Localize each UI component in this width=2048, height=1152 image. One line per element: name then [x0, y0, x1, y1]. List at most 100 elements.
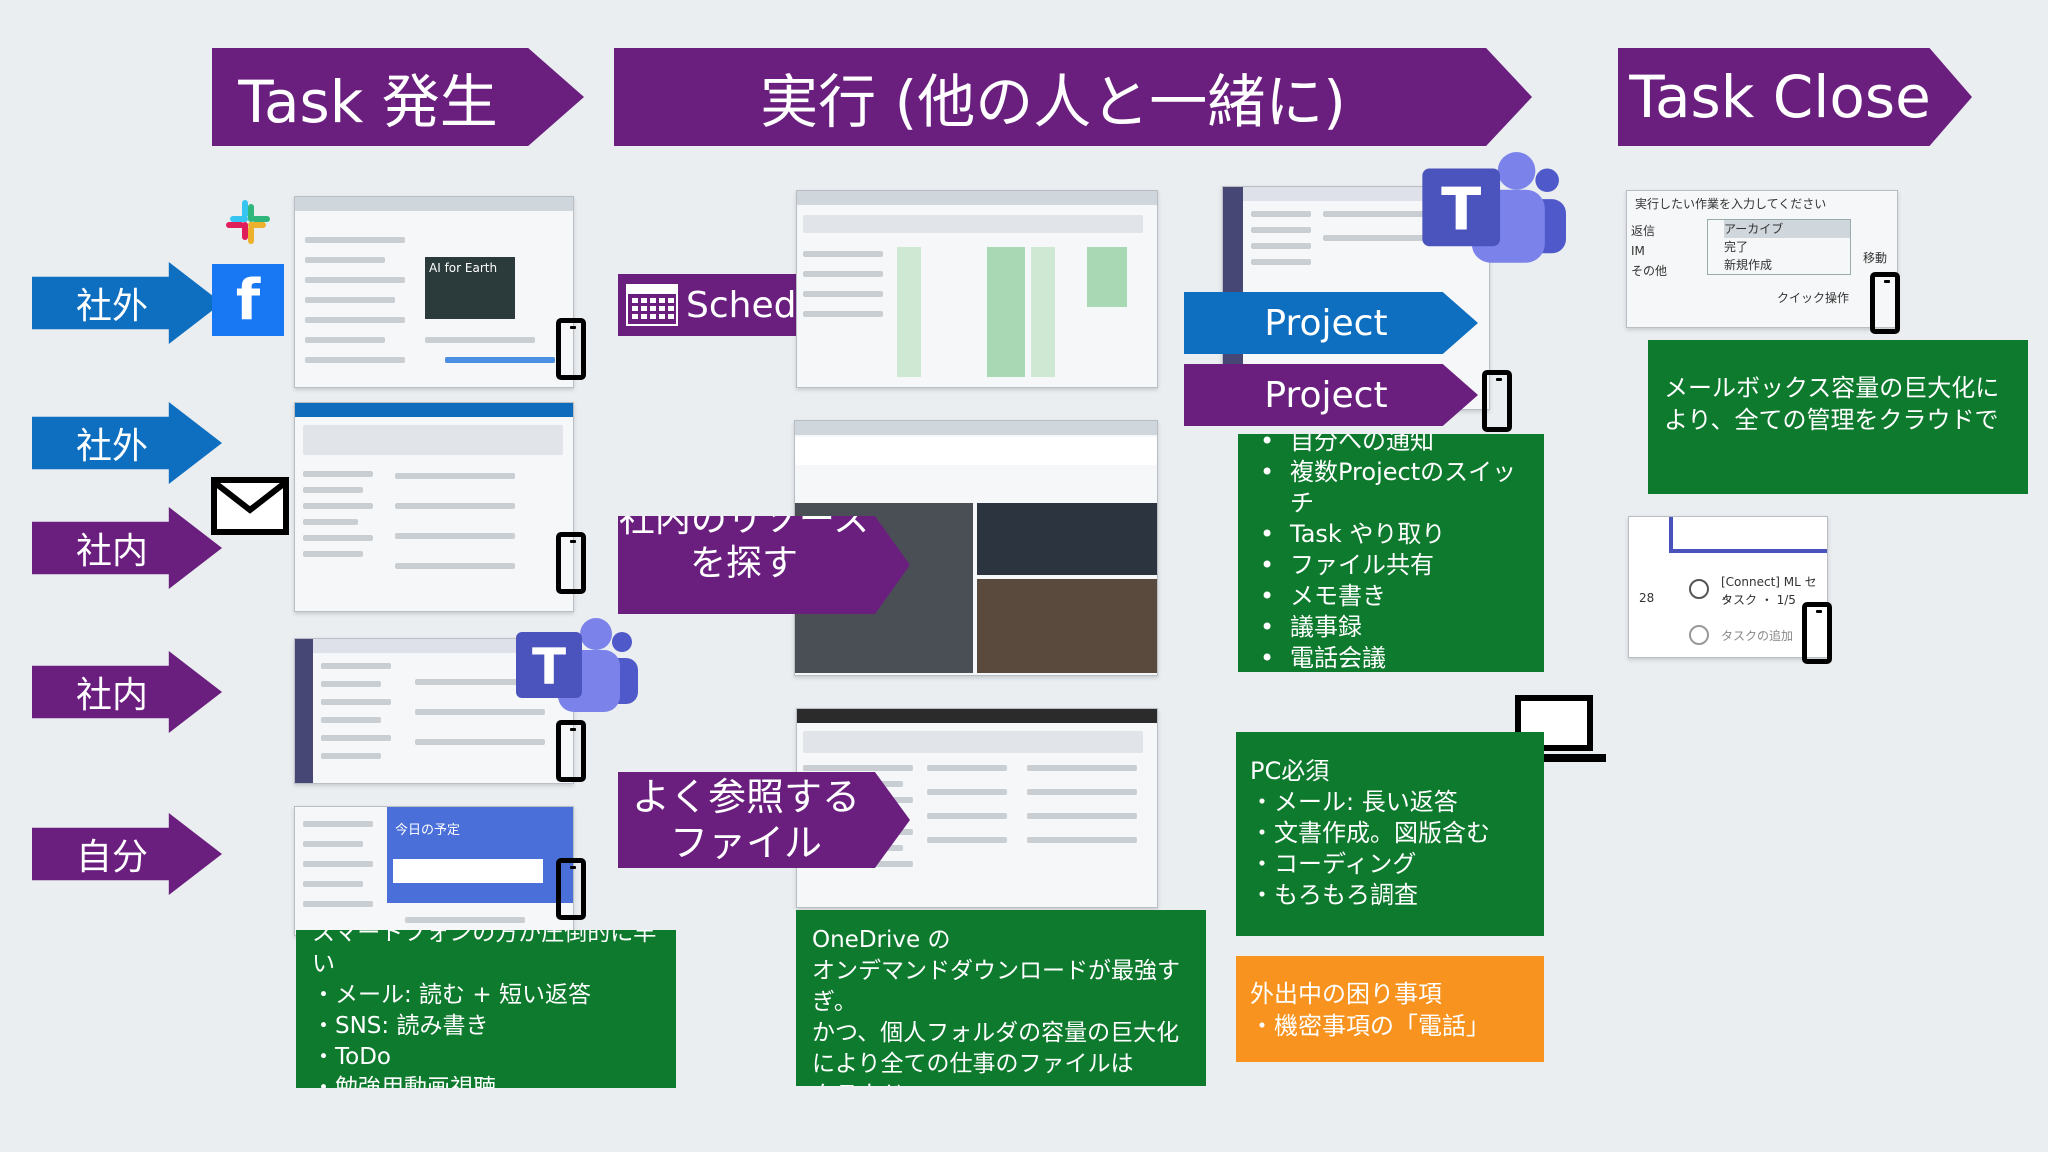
project-feature: 議事録: [1260, 612, 1536, 643]
source-label: 社外: [76, 286, 149, 327]
facebook-icon: f: [212, 264, 284, 336]
project-label-blue: Project: [1184, 292, 1478, 354]
quick-steps-title: 実行したい作業を入力してください: [1635, 197, 1827, 211]
source-arrow-external-2: 社外: [32, 402, 222, 484]
pc-note-item: ・コーディング: [1250, 850, 1417, 878]
source-arrow-self: 自分: [32, 813, 222, 895]
project-feature: メモ書き: [1260, 581, 1536, 612]
pc-note-item: ・文書作成。図版含む: [1250, 819, 1490, 847]
smartphone-note-item: ・メール: 読む + 短い返答: [312, 982, 591, 1008]
quick-steps-list: アーカイブ 完了 新規作成: [1707, 219, 1851, 275]
planner-check-icon: [1689, 579, 1709, 599]
quick-steps-left: 返信 IM その他: [1631, 221, 1667, 281]
project-label-text: Project: [1264, 374, 1388, 416]
smartphone-icon: [556, 720, 586, 782]
smartphone-note-item: ・SNS: 読み書き: [312, 1013, 489, 1039]
header-task-close: Task Close: [1618, 48, 1972, 146]
smartphone-note-item: ・ToDo: [312, 1044, 391, 1070]
facebook-screenshot: AI for Earth: [294, 196, 574, 388]
teams-icon: T: [514, 608, 638, 718]
planner-date: 28: [1639, 591, 1655, 605]
quick-step-left-item: IM: [1631, 244, 1645, 258]
window-titlebar: [797, 709, 1157, 723]
header-task-start: Task 発生: [212, 48, 584, 146]
pc-note-title: PC必須: [1250, 757, 1330, 785]
planner-add: タスクの追加: [1721, 629, 1794, 643]
planner-screenshot: 28 [Connect] ML セッ タスク ・ 1/5 タスクの追加: [1628, 516, 1828, 658]
outside-note: 外出中の困り事項 ・機密事項の「電話」: [1236, 956, 1544, 1062]
smartphone-icon: [556, 318, 586, 380]
header-execute-label: 実行 (他の人と一緒に): [760, 68, 1346, 136]
outside-note-title: 外出中の困り事項: [1250, 980, 1442, 1008]
pc-note-item: ・メール: 長い返答: [1250, 788, 1458, 816]
smartphone-icon: [556, 858, 586, 920]
teams-glyph: T: [1441, 175, 1481, 244]
outside-note-item: ・機密事項の「電話」: [1250, 1012, 1490, 1040]
window-titlebar: [797, 191, 1157, 205]
laptop-icon: [1500, 694, 1608, 766]
project-label-purple: Project: [1184, 364, 1478, 426]
calendar-icon: [626, 284, 678, 326]
outlook-screenshot: [294, 402, 574, 612]
close-note-text: メールボックス容量の巨大化により、全ての管理をクラウドで: [1664, 374, 2000, 434]
files-note-text: OneDrive の オンデマンドダウンロードが最強すぎ。 かつ、個人フォルダの…: [812, 927, 1180, 1086]
header-task-start-label: Task 発生: [238, 68, 498, 136]
quick-steps-footer: クイック操作: [1777, 291, 1850, 305]
resources-label-text: 社内のリソース を探す: [618, 499, 870, 584]
quick-step-item: 完了: [1724, 240, 1749, 254]
quick-step-item: アーカイブ: [1724, 220, 1850, 238]
quick-steps-move: 移動: [1863, 251, 1888, 265]
smartphone-note: スマートフォンの方が圧倒的に早い ・メール: 読む + 短い返答 ・SNS: 読…: [296, 930, 676, 1088]
source-arrow-external-1: 社外: [32, 262, 222, 344]
calendar-screenshot: [796, 190, 1158, 388]
todo-screenshot: 今日の予定: [294, 806, 574, 936]
planner-add-icon: [1689, 625, 1709, 645]
pc-note: PC必須 ・メール: 長い返答 ・文書作成。図版含む ・コーディング ・もろもろ…: [1236, 732, 1544, 936]
todo-title: 今日の予定: [395, 823, 461, 838]
todo-header: 今日の予定: [387, 807, 573, 903]
quick-steps-screenshot: 実行したい作業を入力してください 返信 IM その他 アーカイブ 完了 新規作成…: [1626, 190, 1898, 328]
header-execute: 実行 (他の人と一緒に): [614, 48, 1532, 146]
files-label: よく参照する ファイル: [618, 772, 910, 868]
project-feature: 電話会議: [1260, 643, 1536, 672]
slack-icon: [222, 196, 274, 248]
source-label: 社内: [76, 531, 149, 572]
post-image-title: AI for Earth: [429, 261, 498, 275]
close-note: メールボックス容量の巨大化により、全ての管理をクラウドで: [1648, 340, 2028, 494]
project-feature: Task やり取り: [1260, 519, 1536, 550]
smartphone-icon: [556, 532, 586, 594]
smartphone-icon: [1802, 602, 1832, 664]
files-label-text: よく参照する ファイル: [631, 775, 860, 865]
project-label-text: Project: [1264, 302, 1388, 344]
teams-glyph: T: [532, 638, 566, 696]
source-label: 社内: [76, 675, 149, 716]
window-titlebar: [295, 403, 573, 417]
quick-step-item: 新規作成: [1724, 258, 1773, 272]
quick-step-left-item: その他: [1631, 264, 1668, 278]
window-titlebar: [295, 197, 573, 211]
mail-icon: [210, 476, 290, 536]
files-note: OneDrive の オンデマンドダウンロードが最強すぎ。 かつ、個人フォルダの…: [796, 910, 1206, 1086]
smartphone-icon: [1482, 370, 1512, 432]
source-label: 自分: [76, 837, 149, 878]
teams-icon: T: [1420, 140, 1566, 270]
header-task-close-label: Task Close: [1629, 63, 1931, 131]
source-label: 社外: [76, 426, 149, 467]
post-image: AI for Earth: [425, 257, 515, 319]
planner-sub: タスク ・ 1/5: [1721, 593, 1796, 607]
planner-item: [Connect] ML セッ: [1721, 575, 1817, 606]
project-feature: 複数Projectのスイッチ: [1260, 457, 1536, 519]
smartphone-icon: [1870, 272, 1900, 334]
window-titlebar: [313, 639, 573, 653]
pc-note-item: ・もろもろ調査: [1250, 881, 1418, 909]
smartphone-note-item: ・勉強用動画視聴: [312, 1075, 496, 1088]
project-feature: 自分への通知: [1260, 434, 1536, 457]
window-titlebar: [795, 421, 1157, 435]
source-arrow-internal-2: 社内: [32, 651, 222, 733]
source-arrow-internal-1: 社内: [32, 507, 222, 589]
smartphone-note-intro: スマートフォンの方が圧倒的に早い: [312, 930, 657, 977]
resources-label: 社内のリソース を探す: [618, 516, 910, 614]
project-features: 自分への通知 複数Projectのスイッチ Task やり取り ファイル共有 メ…: [1238, 434, 1544, 672]
project-feature: ファイル共有: [1260, 550, 1536, 581]
facebook-glyph: f: [235, 267, 261, 333]
